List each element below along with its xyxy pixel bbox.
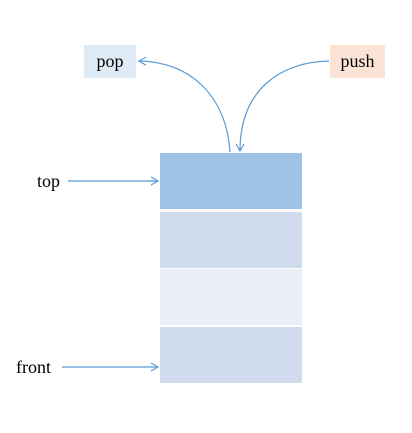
stack-cell-top [160,153,302,209]
stack-cell [160,269,302,325]
stack-cell-front [160,327,302,383]
push-arrow [235,60,330,153]
top-label: top [37,171,61,191]
pop-label: pop [96,51,124,71]
push-box: push [330,45,385,78]
front-label: front [16,357,51,377]
pop-arrow [137,56,231,153]
stack-cell [160,212,302,268]
pop-box: pop [84,45,136,78]
push-label: push [340,51,375,71]
